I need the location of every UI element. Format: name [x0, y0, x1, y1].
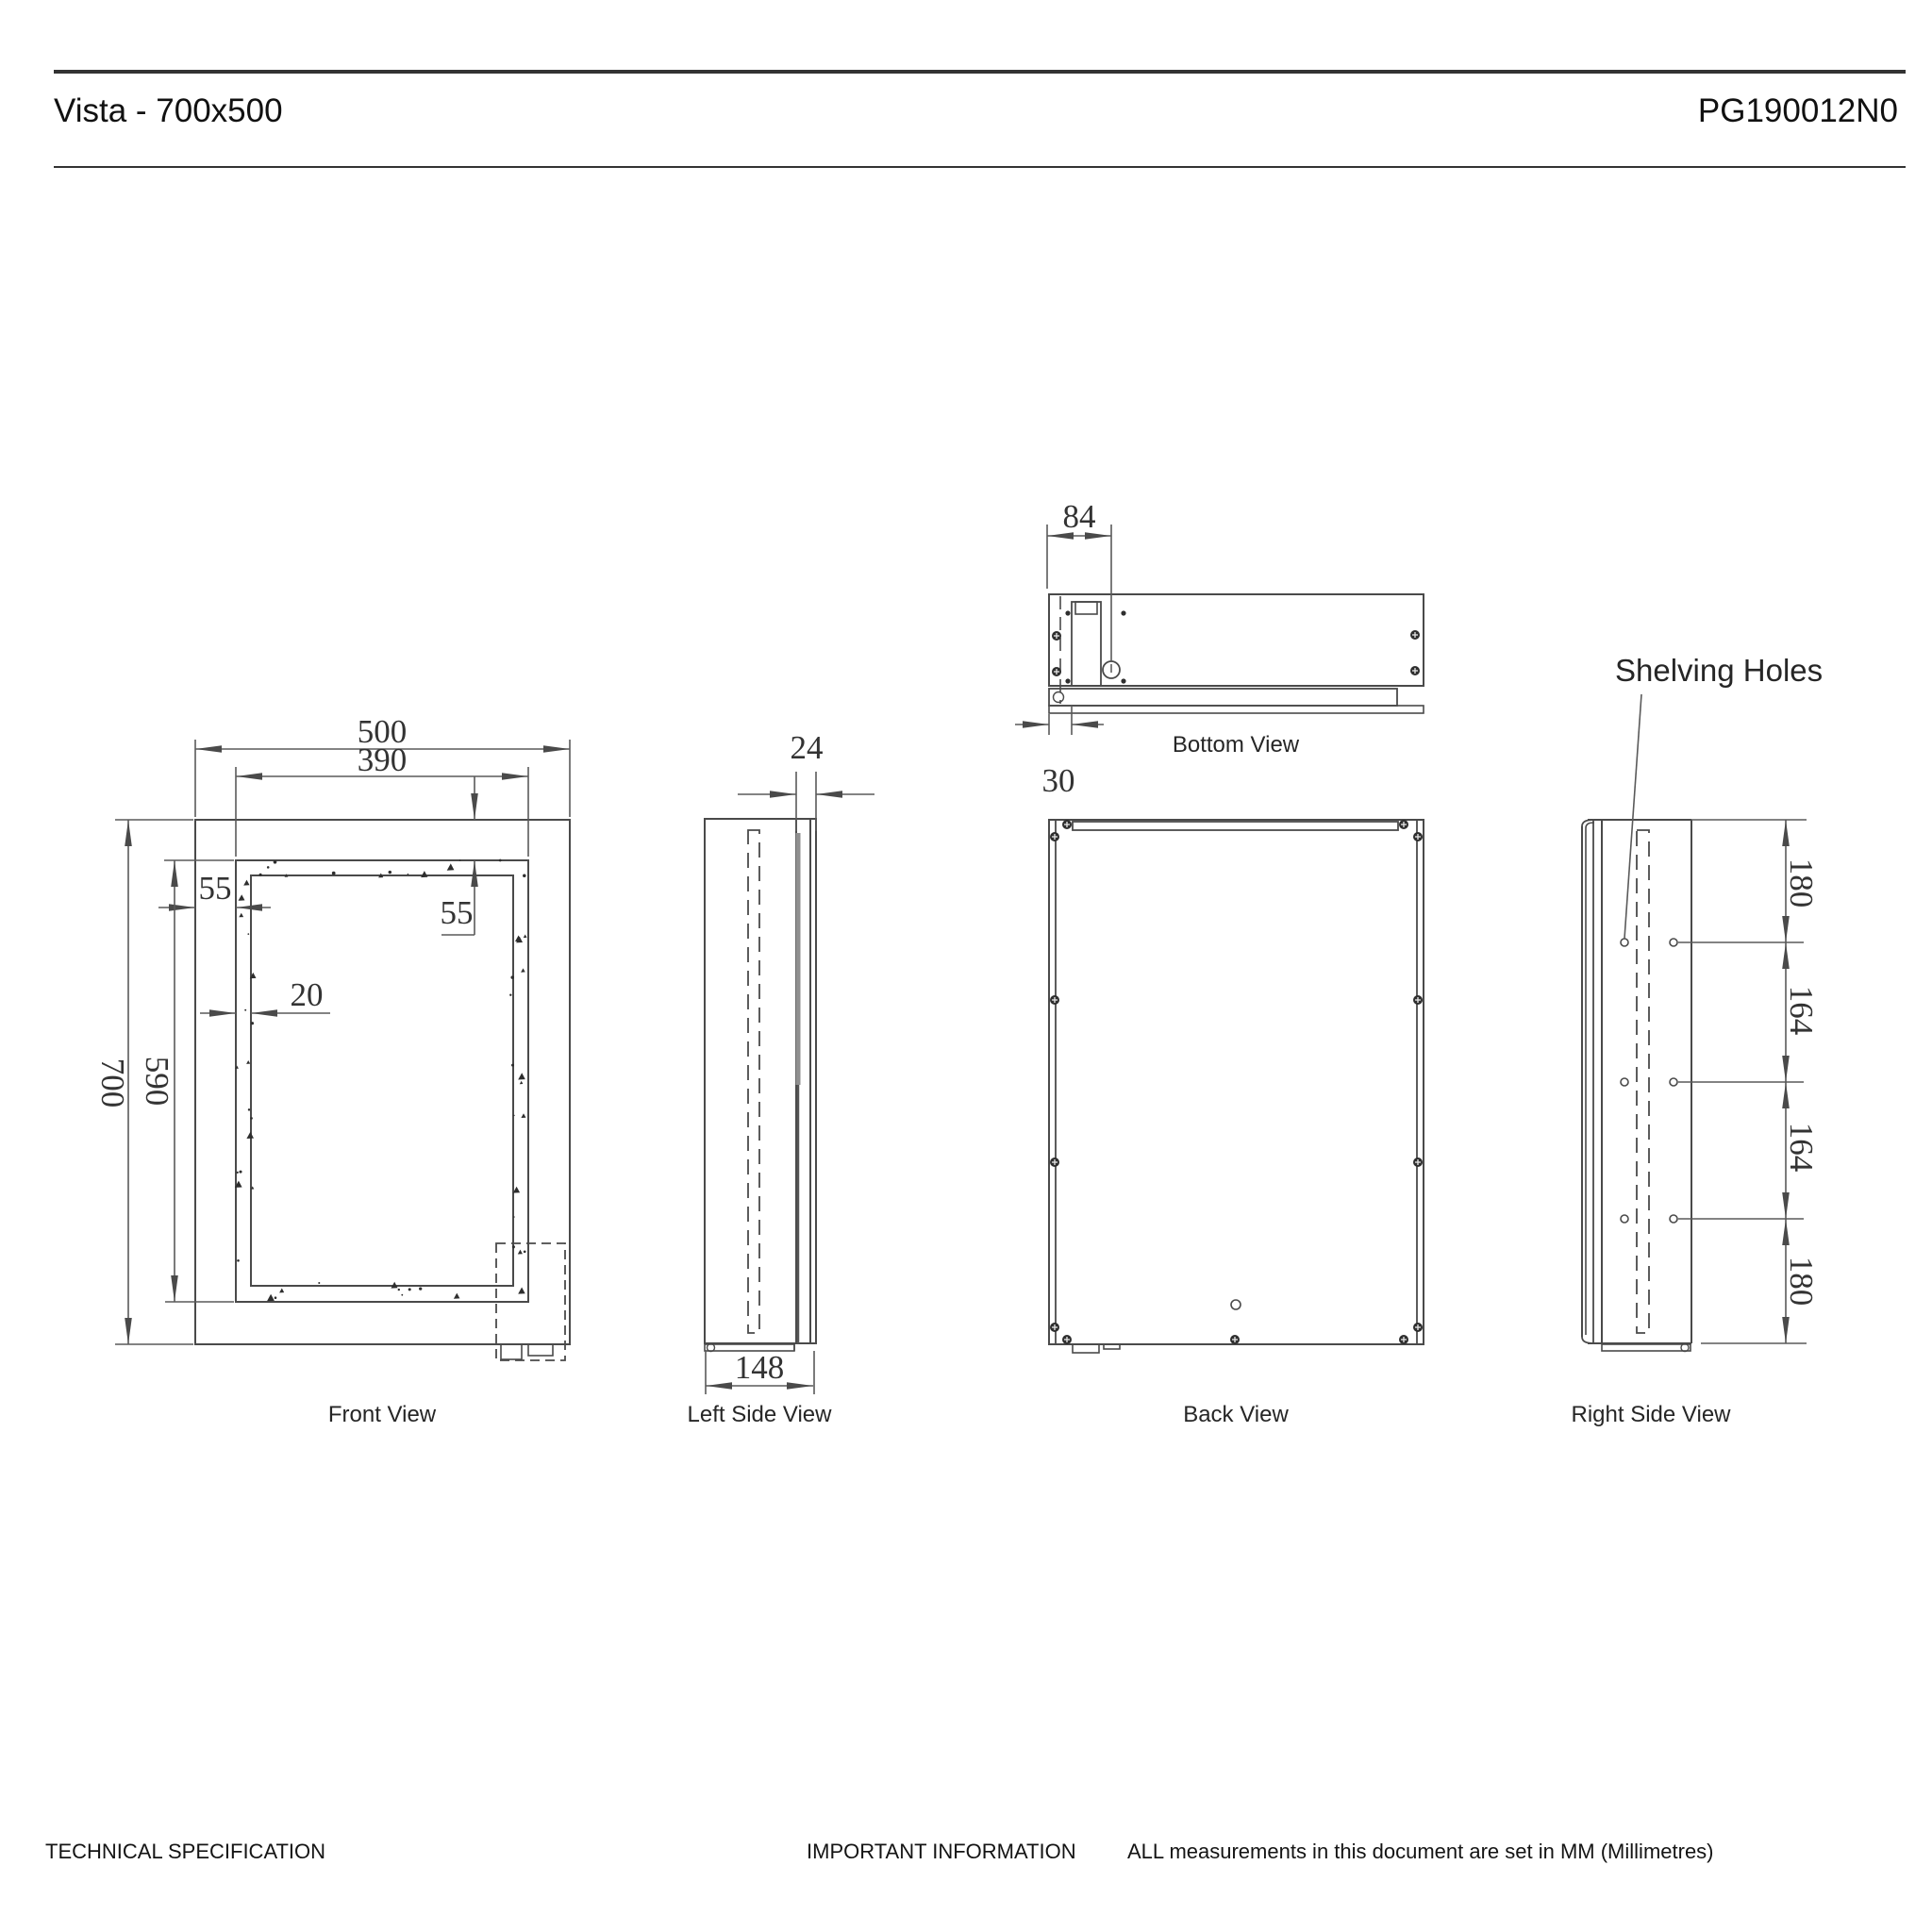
bottom-view-label: Bottom View [1172, 732, 1300, 758]
front-mirror-frame [235, 859, 529, 1303]
footer-measurements-note: ALL measurements in this document are se… [1127, 1840, 1714, 1863]
dim-180-bottom: 180 [1783, 1256, 1820, 1307]
back-bottom-tab [1072, 1343, 1100, 1354]
dim-55-top: 55 [440, 894, 474, 931]
page-title: Vista - 700x500 [54, 92, 283, 129]
front-view [194, 819, 571, 1361]
dim-55-left: 55 [198, 870, 232, 907]
dim-590: 590 [139, 1056, 175, 1107]
dim-700: 700 [94, 1058, 131, 1108]
right-side-dimensions [1624, 693, 1807, 1344]
front-mirror-glass [250, 874, 514, 1287]
bottom-carcass-outline [1048, 593, 1424, 687]
led-strip-dashed-slot [1636, 829, 1650, 1334]
hinge-pin [706, 1342, 716, 1353]
bottom-door-strip [1048, 688, 1398, 707]
header-bottom-rule [54, 166, 1906, 168]
footer-technical-specification: TECHNICAL SPECIFICATION [45, 1840, 326, 1863]
dim-164-upper: 164 [1783, 985, 1820, 1036]
right-side-view-label: Right Side View [1571, 1402, 1731, 1427]
shelving-holes-annotation: Shelving Holes [1615, 653, 1824, 688]
dim-30: 30 [1041, 762, 1075, 799]
screws [1050, 610, 1423, 1344]
dim-148: 148 [734, 1349, 785, 1386]
back-view-label: Back View [1183, 1402, 1289, 1427]
back-bottom-tab [1103, 1343, 1121, 1350]
hanging-rail [1072, 821, 1399, 831]
dim-84: 84 [1062, 498, 1096, 535]
dim-164-lower: 164 [1783, 1122, 1820, 1173]
dim-180-top: 180 [1783, 858, 1820, 908]
left-side-view [704, 818, 817, 1353]
bottom-view [1048, 593, 1424, 714]
dim-20: 20 [290, 976, 324, 1013]
led-strip-dashed-slot [747, 829, 760, 1334]
footer-important-information: IMPORTANT INFORMATION [807, 1840, 1076, 1863]
product-code: PG190012N0 [1697, 92, 1898, 129]
bottom-view-dimensions [1015, 525, 1112, 735]
shelving-holes [1620, 938, 1678, 1224]
dim-390: 390 [357, 741, 408, 778]
left-side-dimensions [705, 772, 874, 1394]
front-view-label: Front View [327, 1402, 437, 1427]
shelving-holes-leader [1624, 693, 1642, 940]
front-demister-dashed-box [495, 1242, 566, 1361]
back-panel-outline [1048, 819, 1424, 1345]
back-view [1048, 610, 1424, 1354]
dim-500: 500 [357, 713, 408, 750]
left-side-view-label: Left Side View [687, 1402, 832, 1427]
dim-24: 24 [790, 729, 824, 766]
left-body-outline [704, 818, 817, 1344]
door-bottom-strip [1601, 1343, 1691, 1352]
frame-speckle-texture [234, 858, 527, 1302]
front-view-dimensions [115, 740, 571, 1345]
header-top-rule [54, 70, 1906, 74]
hinge-pin [1680, 1342, 1690, 1353]
cable-hole [1230, 1299, 1241, 1310]
front-bottom-tab [527, 1343, 554, 1357]
front-bottom-tab [500, 1343, 523, 1360]
right-side-view [1581, 819, 1692, 1353]
front-cabinet-outline [194, 819, 571, 1345]
